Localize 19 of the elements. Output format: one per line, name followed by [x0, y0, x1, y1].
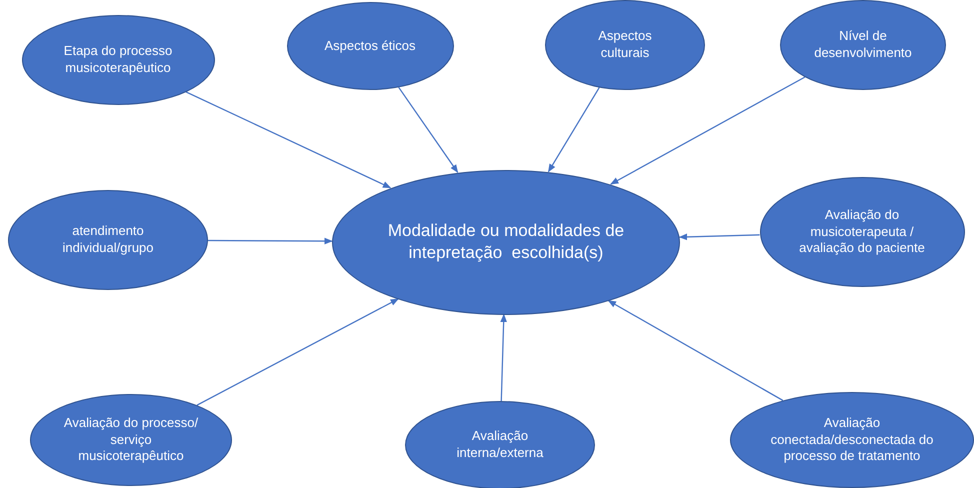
node-label: Avaliação do musicoterapeuta / avaliação do paciente	[798, 206, 926, 258]
arrow	[196, 298, 399, 406]
node-label: Aspectos éticos	[324, 38, 416, 54]
node-label: Aspectos culturais	[597, 28, 653, 62]
node-label: Avaliação interna/externa	[456, 428, 544, 462]
arrow	[548, 87, 600, 172]
arrow	[186, 91, 392, 188]
node-label: Etapa do processo musicoterapêutico	[62, 43, 174, 77]
arrow	[208, 238, 333, 244]
node-label: Modalidade ou modalidades de intepretação escolhida(s)	[386, 220, 626, 264]
node-label: Avaliação do processo/ serviço musicoterapêutico	[62, 414, 200, 466]
arrow	[610, 76, 806, 185]
arrow	[398, 86, 458, 174]
node-label: atendimento individual/grupo	[61, 223, 155, 257]
arrow	[608, 300, 784, 401]
arrow	[500, 314, 507, 402]
arrow	[678, 234, 760, 240]
node-label: Avaliação conectada/desconectada do processo de tratamento	[770, 414, 934, 466]
node-label: Nível de desenvolvimento	[813, 28, 913, 62]
